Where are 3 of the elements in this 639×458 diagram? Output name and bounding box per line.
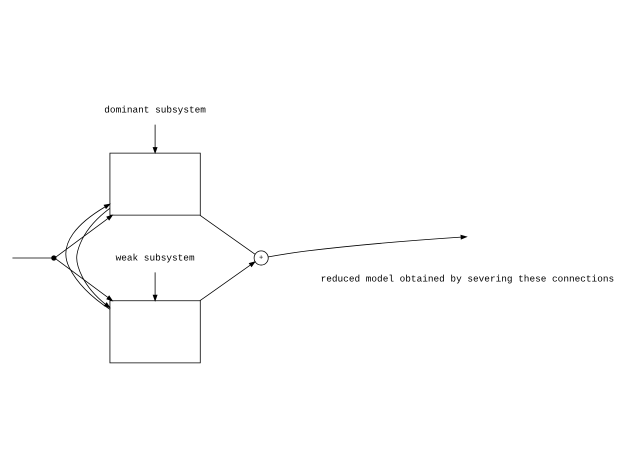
node-text: weak subsystem — [116, 252, 195, 263]
node-text: dominant subsystem — [104, 104, 206, 116]
label: reduced model obtained by severing these connections — [320, 273, 614, 284]
